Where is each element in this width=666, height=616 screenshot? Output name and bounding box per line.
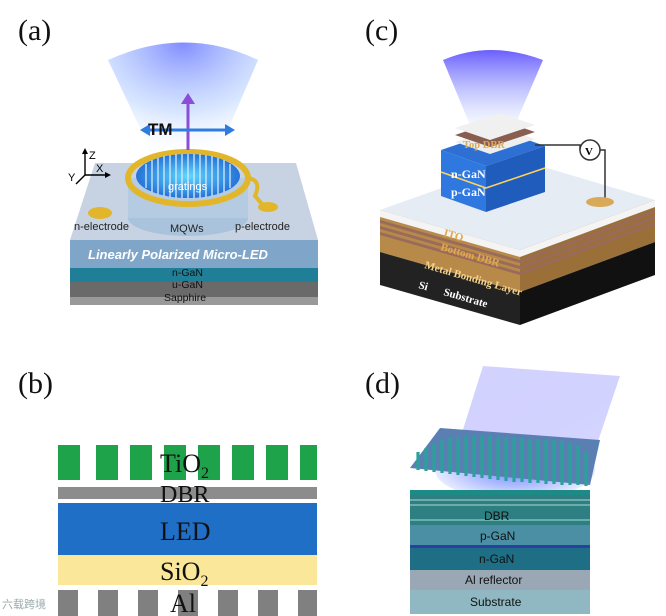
layer-ngan-a <box>70 240 318 268</box>
watermark: 六载跨境 <box>2 598 46 611</box>
n-gan-layer-d <box>410 548 590 570</box>
axes-icon <box>75 152 107 185</box>
panel-label-a: (a) <box>18 14 52 47</box>
layer-sapphire-a <box>70 282 318 297</box>
voltmeter-icon <box>579 139 601 161</box>
substrate-layer-d <box>410 590 590 614</box>
mesa-left-c <box>441 150 486 212</box>
panel-label-d: (d) <box>365 367 400 400</box>
dbr-layer-b <box>58 487 317 499</box>
si-substrate-left <box>380 252 520 325</box>
ito-label: ITO <box>442 227 465 244</box>
micro-led-title: Linearly Polarized Micro-LED <box>88 247 268 262</box>
axis-y-label: Y <box>68 172 76 184</box>
panel-c: Top DBR n-GaN p-GaN V ITO Bottom DBR Met… <box>380 50 655 325</box>
led-label-b: LED <box>160 517 211 546</box>
mqws-label: MQWs <box>170 223 204 235</box>
n-electrode-label: n-electrode <box>74 221 129 233</box>
al-reflector-layer-d <box>410 570 590 590</box>
sio2-layer-b <box>58 555 317 585</box>
sio2-label: SiO2 <box>160 557 208 590</box>
light-beam-c <box>443 50 543 125</box>
layer-label-a-1: u-GaN <box>172 279 203 291</box>
axis-x-label: X <box>96 163 104 175</box>
pillar-array <box>416 436 588 486</box>
layer-label-d-1: p-GaN <box>480 529 515 543</box>
panel-label-b: (b) <box>18 367 53 400</box>
si-label: Si <box>417 279 429 293</box>
tio2-gratings <box>58 445 317 480</box>
panel-a: Z Y X TM gratings MQWs n-electrode p-ele… <box>68 42 318 305</box>
n-electrode-pad <box>88 207 112 219</box>
axis-z-label: Z <box>89 150 96 162</box>
led-layer-b <box>58 503 317 555</box>
layer-label-a-0: n-GaN <box>172 267 203 279</box>
p-electrode-label: p-electrode <box>235 221 290 233</box>
dbr-label-b: DBR <box>160 482 209 508</box>
p-electrode-pad <box>258 202 278 212</box>
tio2-label: TiO2 <box>160 449 209 482</box>
substrate-top-c <box>380 160 655 250</box>
al-label: Al <box>170 589 196 616</box>
p-gan-label-c: p-GaN <box>451 185 486 199</box>
layer-label-d-0: DBR <box>484 509 510 523</box>
contact-pad-c <box>586 197 614 207</box>
top-dbr-label: Top DBR <box>463 140 505 151</box>
layer-label-d-4: Substrate <box>470 595 522 609</box>
p-gan-layer-d <box>410 525 590 545</box>
layer-label-d-2: n-GaN <box>479 552 514 566</box>
panel-b: TiO2 DBR LED SiO2 Al <box>58 445 317 616</box>
panel-d: DBR p-GaN n-GaN Al reflector Substrate <box>410 366 620 614</box>
gratings-label: gratings <box>168 181 208 193</box>
n-gan-label-c: n-GaN <box>451 167 486 181</box>
layer-ugan-a <box>70 268 318 282</box>
tm-label: TM <box>148 120 173 139</box>
layer-label-d-3: Al reflector <box>465 573 522 587</box>
grating-lines <box>145 154 231 198</box>
panel-label-c: (c) <box>365 14 399 47</box>
layer-label-a-2: Sapphire <box>164 292 206 304</box>
voltmeter-label: V <box>585 146 593 158</box>
al-gratings <box>58 590 317 616</box>
